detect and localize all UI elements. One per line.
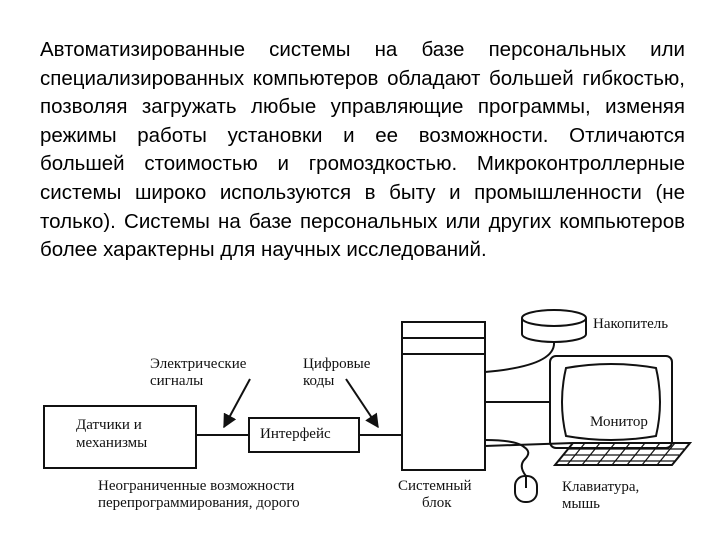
- digital-codes-label-2: коды: [303, 373, 335, 389]
- storage-disk: [521, 318, 587, 343]
- sensors-label-2: механизмы: [76, 435, 148, 451]
- electric-signals-label-1: Электрические: [150, 356, 247, 372]
- digital-codes-label-1: Цифровые: [303, 356, 371, 372]
- storage-cable: [484, 341, 556, 373]
- unlimited-label-2: перепрограммирования, дорого: [98, 495, 300, 511]
- system-unit-label-1: Системный: [398, 478, 472, 494]
- description-paragraph: Автоматизированные системы на базе персо…: [40, 38, 685, 262]
- mouse-cable: [484, 439, 530, 477]
- keyboard-label-1: Клавиатура,: [562, 479, 640, 495]
- system-unit-box: [401, 321, 486, 471]
- sensors-label-1: Датчики и: [76, 417, 142, 433]
- unlimited-label-1: Неограниченные возможности: [98, 478, 295, 494]
- electric-signals-arrow: [223, 378, 251, 429]
- storage-label: Накопитель: [593, 316, 669, 332]
- storage-disk-top: [521, 309, 587, 327]
- monitor-label: Монитор: [590, 414, 648, 430]
- interface-label: Интерфейс: [260, 426, 331, 442]
- monitor-frame: [549, 355, 673, 449]
- sensors-box: [43, 405, 197, 469]
- keyboard-cable: [484, 442, 574, 447]
- electric-signals-label-2: сигналы: [150, 373, 204, 389]
- digital-codes-arrow: [345, 378, 379, 429]
- system-unit-label-2: блок: [422, 495, 452, 511]
- keyboard-label-2: мышь: [562, 496, 600, 512]
- keyboard-keys: [559, 442, 684, 466]
- keyboard-outline: [552, 442, 693, 466]
- monitor-screen: [561, 363, 661, 441]
